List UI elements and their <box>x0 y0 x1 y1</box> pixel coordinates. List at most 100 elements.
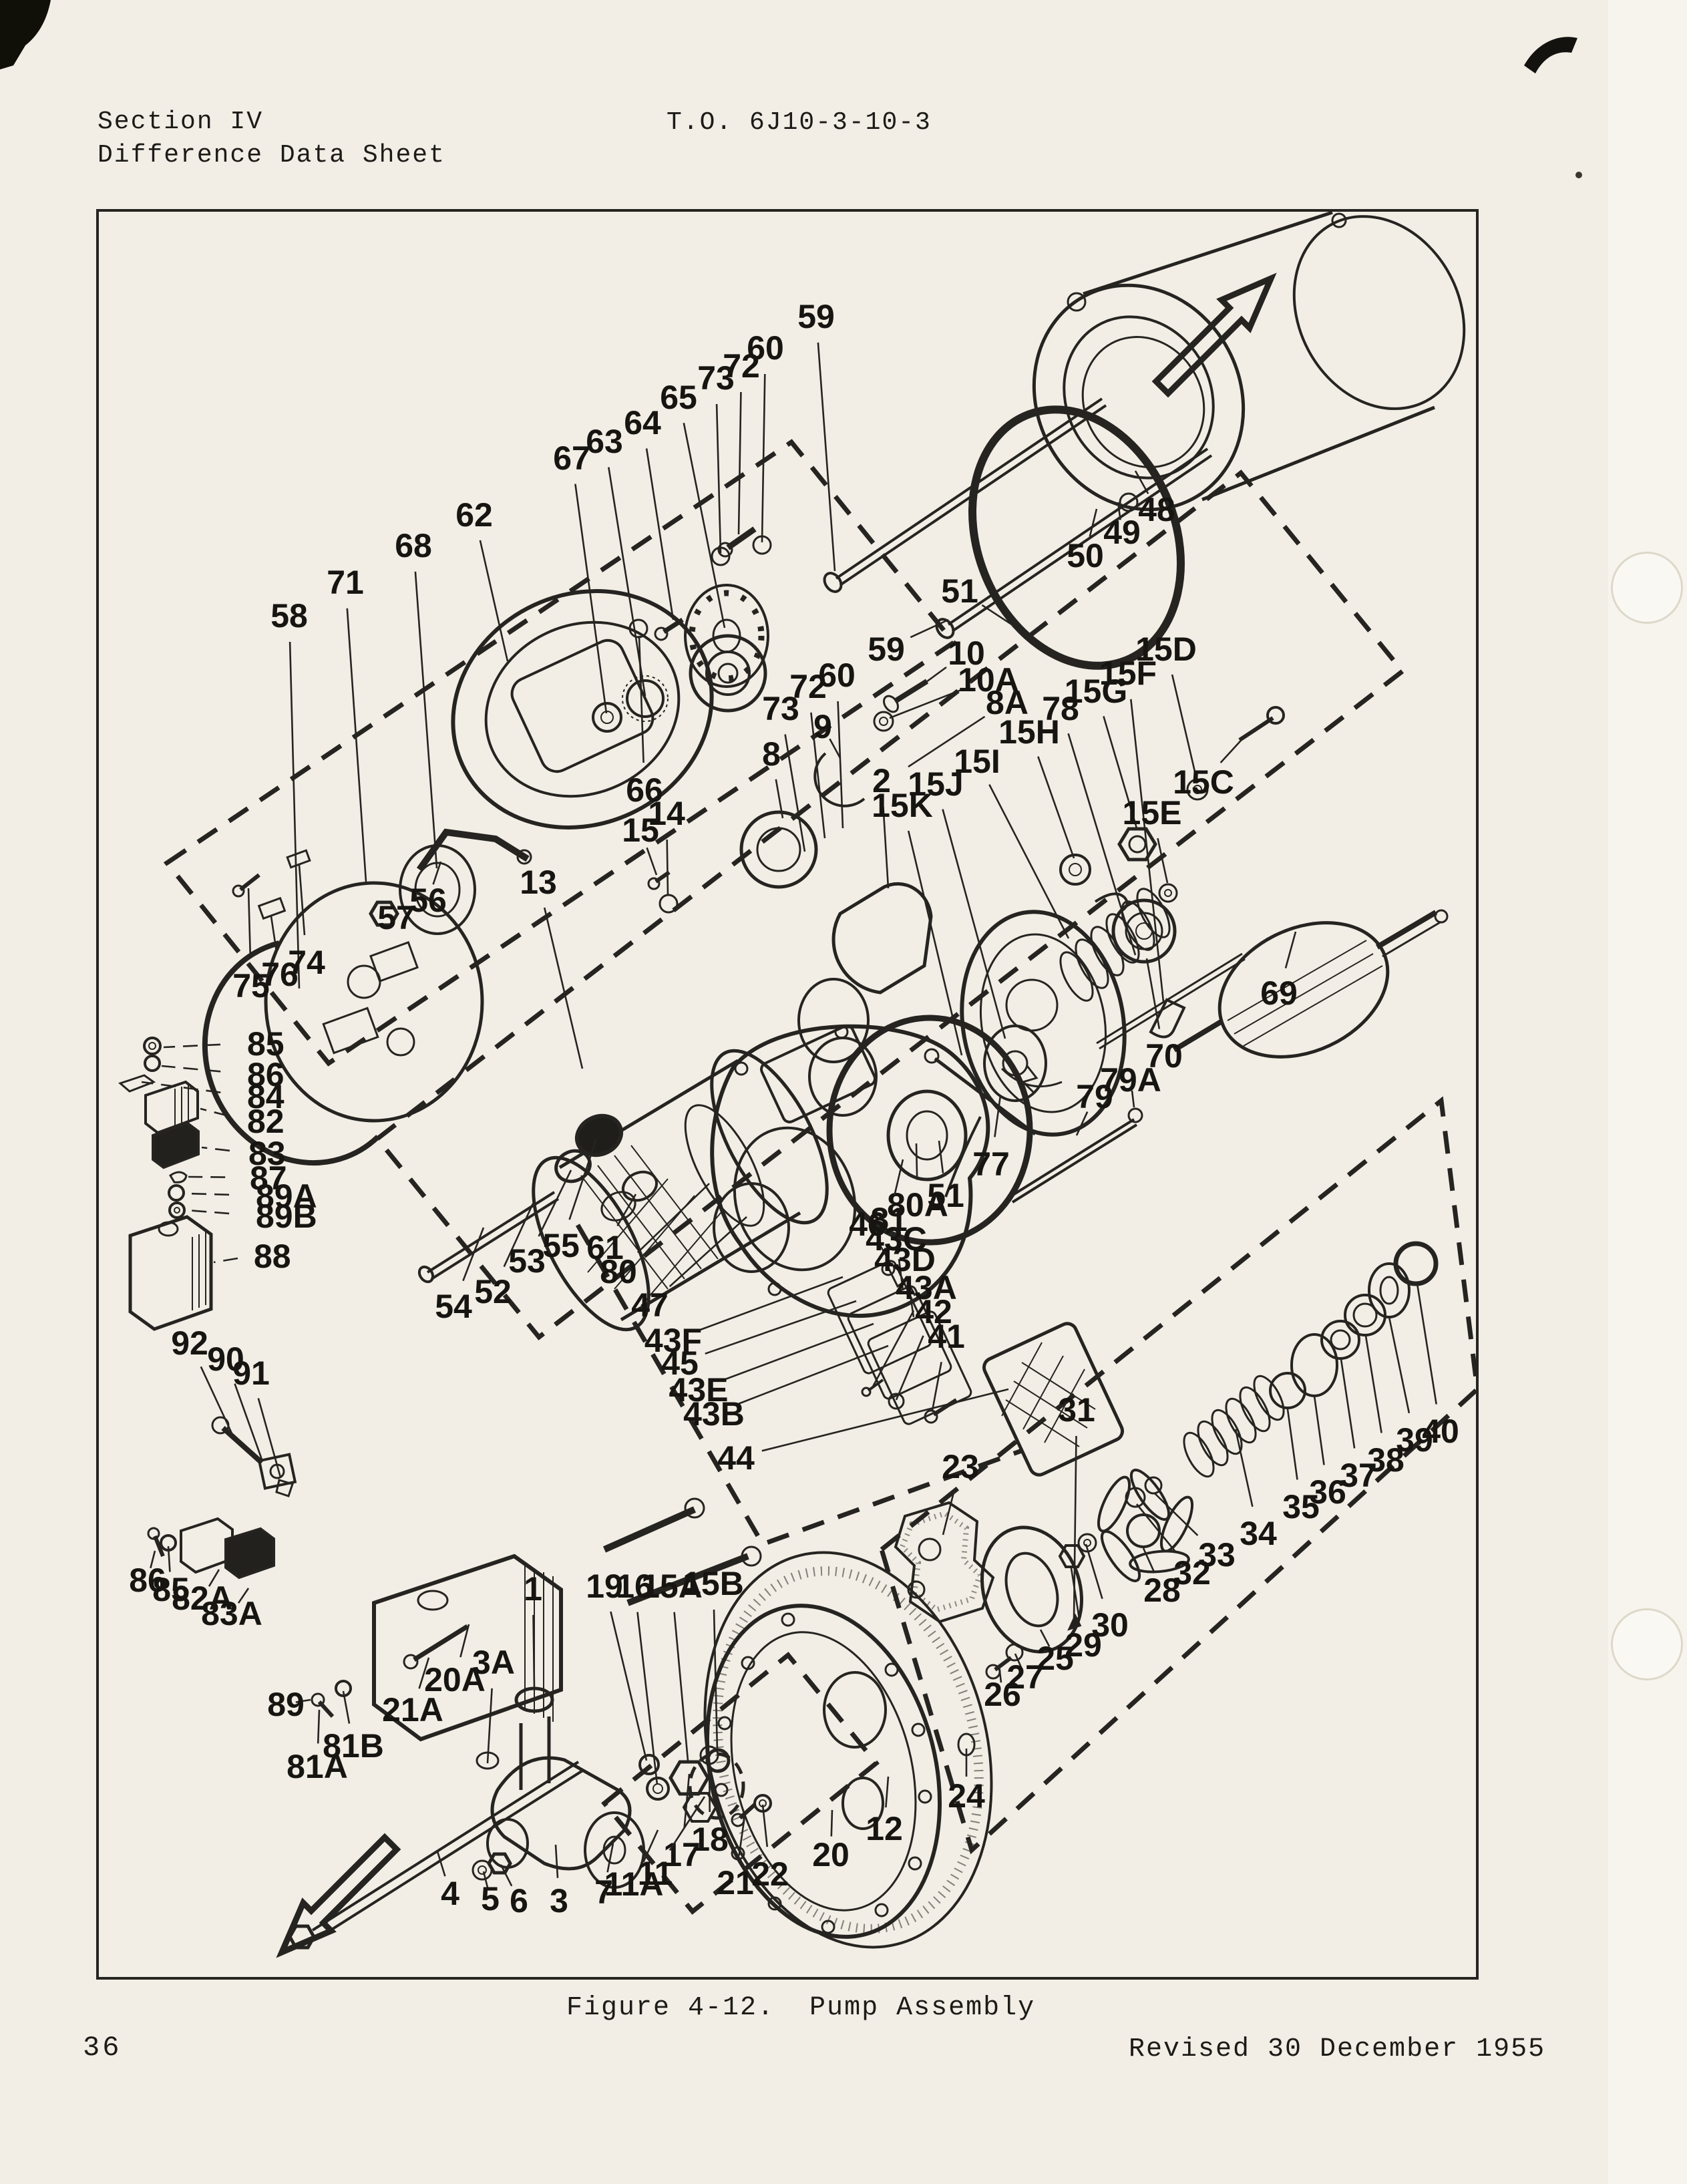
callout-leader-34 <box>1234 1429 1254 1507</box>
scan-dot <box>1575 172 1582 178</box>
callout-leader-15E <box>1157 838 1169 884</box>
callout-74: 74 <box>288 944 325 981</box>
callout-leader-48 <box>1134 470 1149 494</box>
figure-border <box>96 209 1479 1980</box>
callout-leader-43C <box>898 1259 904 1291</box>
callout-leader-86 <box>161 1065 221 1073</box>
callout-leader-91 <box>257 1398 282 1478</box>
callout-15F: 15F <box>1099 655 1157 692</box>
callout-15E: 15E <box>1123 794 1182 832</box>
callout-leader-61 <box>616 1194 637 1227</box>
callout-30: 30 <box>1091 1606 1129 1644</box>
callout-leader-58 <box>289 641 301 989</box>
callout-leader-45 <box>705 1300 857 1355</box>
callout-leader-25 <box>1039 1629 1051 1647</box>
callout-61: 61 <box>586 1229 624 1266</box>
callout-leader-33 <box>1153 1492 1199 1536</box>
callout-leader-81B <box>342 1690 351 1724</box>
callout-79: 79 <box>1076 1078 1113 1115</box>
callout-leader-90 <box>234 1383 263 1460</box>
callout-10: 10 <box>948 634 985 672</box>
callout-15K: 15K <box>872 787 933 824</box>
callout-70: 70 <box>1145 1037 1183 1075</box>
callout-86: 86 <box>247 1056 285 1093</box>
callout-leader-81A <box>317 1709 321 1744</box>
revision-note: Revised 30 December 1955 <box>1129 2034 1546 2064</box>
callout-51: 51 <box>941 572 978 610</box>
callout-45: 45 <box>661 1344 699 1382</box>
callout-leader-82 <box>200 1107 229 1117</box>
callout-leader-39 <box>1388 1316 1411 1414</box>
punch-hole-top <box>1611 552 1683 624</box>
callout-leader-49 <box>1117 502 1121 520</box>
callout-leader-50 <box>1089 508 1098 537</box>
callout-88: 88 <box>254 1238 291 1275</box>
callout-3A: 3A <box>472 1644 515 1681</box>
armature-group <box>1111 898 1449 1059</box>
callout-73: 73 <box>697 359 735 397</box>
callout-58: 58 <box>270 597 308 634</box>
callout-9: 9 <box>813 708 832 745</box>
callout-73: 73 <box>762 690 799 727</box>
callout-27: 27 <box>1006 1658 1044 1696</box>
callout-leader-72 <box>737 391 742 535</box>
callout-leader-88 <box>213 1257 238 1264</box>
callout-72: 72 <box>723 347 760 385</box>
callout-15H: 15H <box>998 713 1060 751</box>
callout-leader-15K <box>907 830 963 1056</box>
callout-20A: 20A <box>424 1661 486 1698</box>
callout-64: 64 <box>624 404 661 441</box>
callout-39: 39 <box>1396 1421 1433 1459</box>
callout-6: 6 <box>510 1882 528 1920</box>
callout-leader-43E <box>723 1322 874 1381</box>
solenoid-group <box>147 1497 762 1742</box>
callout-leader-43B <box>738 1344 889 1405</box>
figure-caption: Figure 4-12. Pump Assembly <box>566 1993 1036 2023</box>
callout-leader-13 <box>543 907 584 1069</box>
callout-3: 3 <box>550 1882 568 1920</box>
callout-leader-89B <box>186 1209 230 1215</box>
callout-leader-82A <box>208 1569 220 1587</box>
callout-7: 7 <box>594 1873 613 1911</box>
spare-parts-column-group <box>118 1037 297 1497</box>
dashed-assembly-boxes <box>163 439 1480 1915</box>
callout-43D: 43D <box>874 1241 936 1278</box>
callout-4: 4 <box>441 1875 459 1912</box>
callout-15J: 15J <box>908 765 963 803</box>
callout-56: 56 <box>409 882 447 919</box>
callout-85: 85 <box>247 1025 285 1063</box>
callout-leader-7 <box>606 1843 614 1873</box>
callout-leader-16 <box>636 1612 659 1785</box>
callout-leader-79A <box>1131 1090 1135 1108</box>
callout-leader-64 <box>645 448 675 620</box>
callout-1: 1 <box>524 1570 542 1608</box>
callout-80A: 80A <box>887 1186 948 1224</box>
callout-17: 17 <box>663 1836 701 1873</box>
callout-leader-17 <box>683 1773 691 1828</box>
callout-leader-2 <box>882 806 890 889</box>
callout-15I: 15I <box>954 743 1000 780</box>
callout-leader-41 <box>931 1362 942 1411</box>
pump-body-group <box>417 1024 990 1318</box>
callout-87: 87 <box>250 1159 287 1197</box>
callout-2: 2 <box>872 762 891 799</box>
callout-81A: 81A <box>287 1748 348 1785</box>
callout-33: 33 <box>1198 1536 1236 1574</box>
callout-55: 55 <box>542 1227 580 1264</box>
callout-leader-92 <box>200 1366 234 1435</box>
callout-38: 38 <box>1367 1441 1404 1479</box>
callout-leader-10A <box>889 688 964 719</box>
callout-leader-22 <box>761 1804 769 1847</box>
cover-group <box>703 1501 1097 1949</box>
callout-leader-4 <box>436 1851 446 1877</box>
callout-32: 32 <box>1173 1554 1211 1592</box>
callout-66: 66 <box>626 771 663 809</box>
callout-92: 92 <box>171 1324 208 1362</box>
callout-leader-85 <box>163 1043 221 1049</box>
callout-15B: 15B <box>683 1565 744 1602</box>
drive-disc-group <box>826 1015 1033 1246</box>
callout-leader-3 <box>554 1844 559 1878</box>
callout-59: 59 <box>868 630 905 668</box>
callout-leader-28 <box>1142 1548 1155 1574</box>
